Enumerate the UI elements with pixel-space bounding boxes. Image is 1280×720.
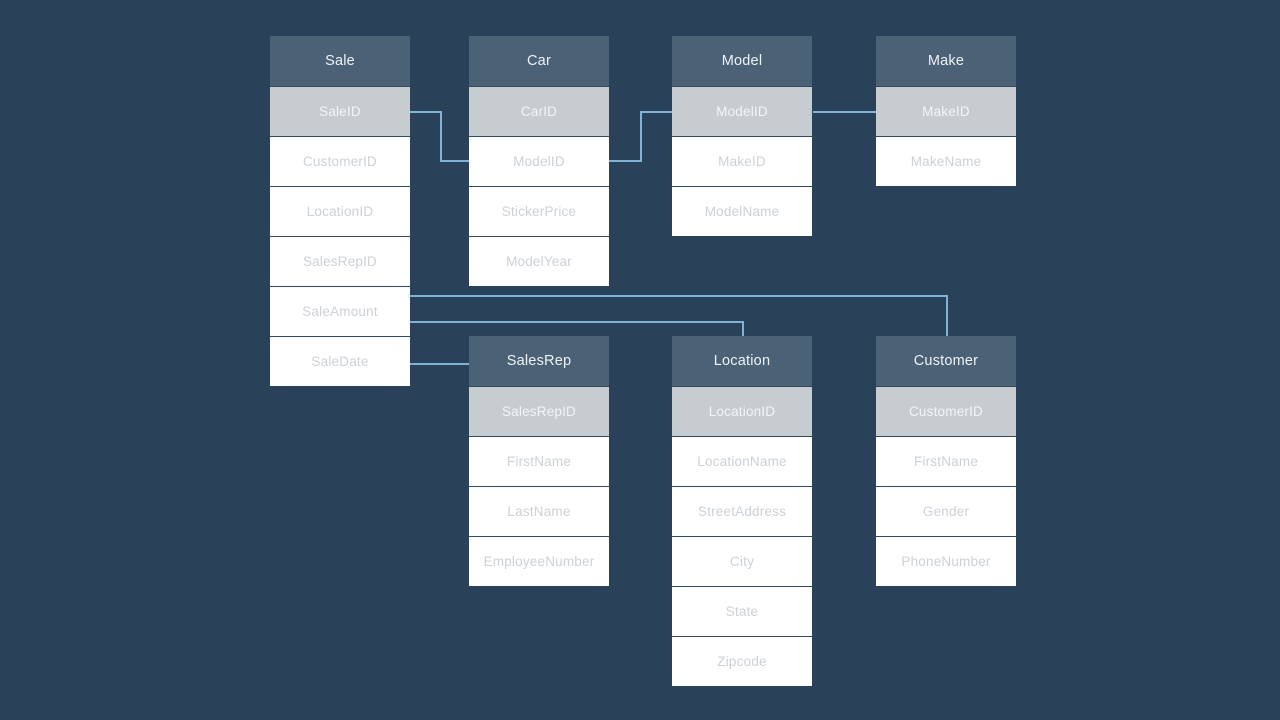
field-streetaddress[interactable]: StreetAddress [672,486,812,536]
field-locationname[interactable]: LocationName [672,436,812,486]
field-saleid[interactable]: SaleID [270,86,410,136]
field-zipcode[interactable]: Zipcode [672,636,812,686]
field-saleamount[interactable]: SaleAmount [270,286,410,336]
entity-title-salesrep: SalesRep [469,336,609,386]
field-state[interactable]: State [672,586,812,636]
entity-title-model: Model [672,36,812,86]
field-employeenumber[interactable]: EmployeeNumber [469,536,609,586]
field-locationid[interactable]: LocationID [672,386,812,436]
entity-title-car: Car [469,36,609,86]
relationship-line-3 [410,295,948,336]
field-firstname[interactable]: FirstName [469,436,609,486]
field-city[interactable]: City [672,536,812,586]
field-modelyear[interactable]: ModelYear [469,236,609,286]
field-modelid[interactable]: ModelID [469,136,609,186]
field-salesrepid[interactable]: SalesRepID [469,386,609,436]
entity-title-customer: Customer [876,336,1016,386]
field-lastname[interactable]: LastName [469,486,609,536]
entity-title-sale: Sale [270,36,410,86]
field-customerid[interactable]: CustomerID [270,136,410,186]
relationship-line-0 [410,111,469,162]
field-phonenumber[interactable]: PhoneNumber [876,536,1016,586]
field-firstname[interactable]: FirstName [876,436,1016,486]
field-saledate[interactable]: SaleDate [270,336,410,386]
field-makename[interactable]: MakeName [876,136,1016,186]
relationship-line-4 [410,321,744,336]
field-gender[interactable]: Gender [876,486,1016,536]
entity-title-location: Location [672,336,812,386]
relationship-line-1 [609,111,672,162]
field-modelname[interactable]: ModelName [672,186,812,236]
field-modelid[interactable]: ModelID [672,86,812,136]
field-makeid[interactable]: MakeID [672,136,812,186]
field-salesrepid[interactable]: SalesRepID [270,236,410,286]
field-customerid[interactable]: CustomerID [876,386,1016,436]
field-stickerprice[interactable]: StickerPrice [469,186,609,236]
entity-title-make: Make [876,36,1016,86]
field-makeid[interactable]: MakeID [876,86,1016,136]
field-locationid[interactable]: LocationID [270,186,410,236]
field-carid[interactable]: CarID [469,86,609,136]
